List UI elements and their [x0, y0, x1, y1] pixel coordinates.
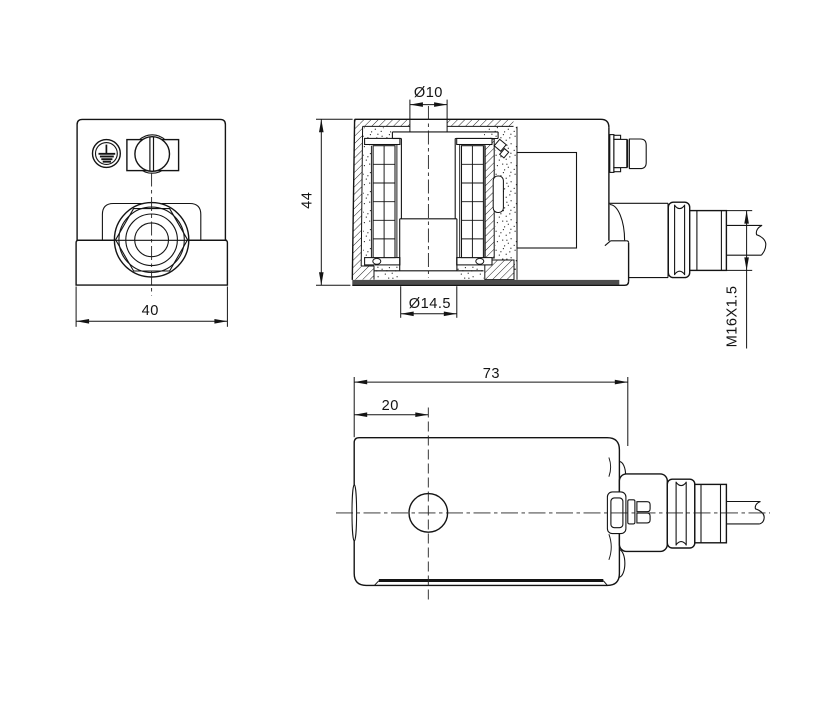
section-view: Ø10 44 Ø14.5 M16X1.5	[300, 85, 767, 349]
dim-40-label: 40	[142, 303, 159, 319]
bobbin-flange-top-right	[456, 137, 493, 146]
drawing-line	[602, 580, 608, 586]
hatch-top-plate-right	[447, 119, 514, 127]
terminal-cavity	[516, 151, 578, 249]
drawing-line	[374, 580, 380, 586]
dim-44-label: 44	[300, 192, 316, 209]
topview-screw	[627, 499, 636, 525]
gland-body-section	[689, 209, 728, 272]
drawing-path	[484, 259, 515, 281]
hatch-top-plate-left	[356, 119, 410, 127]
stipple-texture	[363, 127, 392, 138]
ground-symbol-outer	[91, 138, 121, 169]
dim-73-label: 73	[483, 366, 500, 382]
dim-m16-label: M16X1.5	[724, 285, 740, 347]
drawing-rect	[613, 167, 622, 173]
terminal-lug	[493, 138, 507, 152]
dimension-arrowhead-icon	[354, 412, 368, 417]
dimension-arrowhead-icon	[214, 319, 228, 324]
drawing-path	[626, 240, 630, 243]
ground-symbol-inner	[94, 142, 118, 165]
drawing-rect	[613, 134, 622, 140]
housing-top-edge	[354, 118, 610, 128]
front-body	[76, 118, 227, 241]
dimension-arrowhead-icon	[354, 379, 368, 385]
screw-head	[134, 135, 171, 172]
front-left-ear	[101, 202, 142, 241]
dim-o145-label: Ø14.5	[409, 296, 451, 312]
drawing-path	[636, 501, 651, 513]
stipple-texture	[374, 266, 399, 279]
top-view: 73 20	[336, 366, 770, 601]
housing-bottom-edge	[352, 281, 630, 286]
cable-break-topview	[754, 500, 765, 525]
bobbin-flange-top-left	[364, 137, 401, 146]
topview-body	[353, 437, 621, 587]
coil-lead-wire	[372, 257, 382, 265]
dimension-arrowhead-icon	[415, 412, 429, 417]
hatch-left-yoke	[352, 119, 374, 280]
stub-flange	[609, 134, 615, 173]
dim-20-label: 20	[382, 398, 399, 414]
gland-nut-topview	[666, 478, 696, 549]
drawing-path	[675, 541, 687, 546]
stipple-texture	[495, 121, 517, 279]
dim-o10-label: Ø10	[414, 85, 443, 101]
drawing-line	[604, 240, 611, 247]
stub-body	[613, 138, 628, 169]
coil-lead-wire	[475, 257, 485, 265]
dimension-arrowhead-icon	[319, 272, 324, 286]
front-right-ear	[161, 202, 202, 241]
dimension-arrowhead-icon	[614, 379, 628, 385]
bobbin-flange-bottom-left	[364, 257, 401, 266]
drawing-path	[609, 203, 626, 241]
gland-body-topview	[694, 483, 728, 544]
dimension-arrowhead-icon	[744, 257, 749, 271]
mounting-face-band	[352, 279, 620, 285]
drawing-path	[636, 512, 651, 524]
drawing-path	[674, 270, 686, 275]
bobbin-flange-bottom-right	[456, 257, 493, 266]
gland-nut-section	[667, 201, 691, 279]
front-view: 40	[75, 118, 229, 327]
drawing-path	[674, 205, 686, 210]
stipple-texture	[484, 127, 496, 138]
dimension-arrowhead-icon	[744, 210, 749, 224]
stub-cap	[628, 138, 647, 170]
cable-break-section	[755, 224, 767, 256]
drawing-path	[675, 482, 687, 487]
dimension-arrowhead-icon	[319, 119, 324, 133]
terminal-lug	[498, 147, 510, 159]
stipple-texture	[457, 266, 484, 279]
drawing-path	[619, 548, 626, 578]
drawing-path	[608, 457, 612, 477]
hatch-right-yoke	[484, 139, 495, 258]
drawing-path	[608, 534, 612, 560]
pin-channel	[492, 175, 504, 214]
dimension-arrowhead-icon	[409, 102, 423, 107]
dimension-arrowhead-icon	[443, 311, 457, 317]
stipple-texture	[363, 145, 372, 257]
drawing-line	[360, 126, 364, 267]
dimension-arrowhead-icon	[434, 102, 448, 107]
dimension-arrowhead-icon	[400, 311, 414, 317]
drawing-line	[351, 119, 356, 280]
dimension-arrowhead-icon	[76, 319, 90, 324]
